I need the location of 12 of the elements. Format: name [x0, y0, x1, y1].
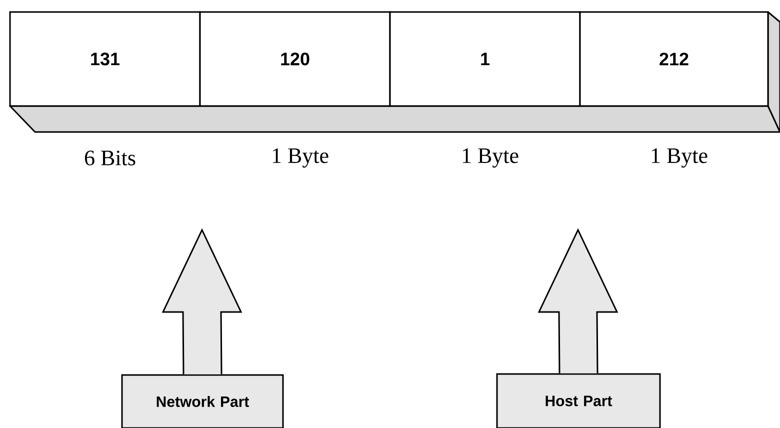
- value-cell: 120: [199, 11, 391, 107]
- size-label: 1 Byte: [272, 148, 328, 168]
- label-box: Network Part: [121, 374, 284, 428]
- block-arrow: [162, 228, 242, 375]
- value-cell: 131: [9, 11, 201, 107]
- size-label: 1 Byte: [652, 148, 708, 168]
- value-cell: 212: [579, 11, 769, 107]
- block-arrow: [538, 228, 618, 374]
- value-cell: 1: [389, 11, 581, 107]
- size-label: 6 Bits: [84, 150, 136, 166]
- label-box: Host Part: [496, 373, 661, 428]
- size-label: 1 Byte: [462, 148, 518, 168]
